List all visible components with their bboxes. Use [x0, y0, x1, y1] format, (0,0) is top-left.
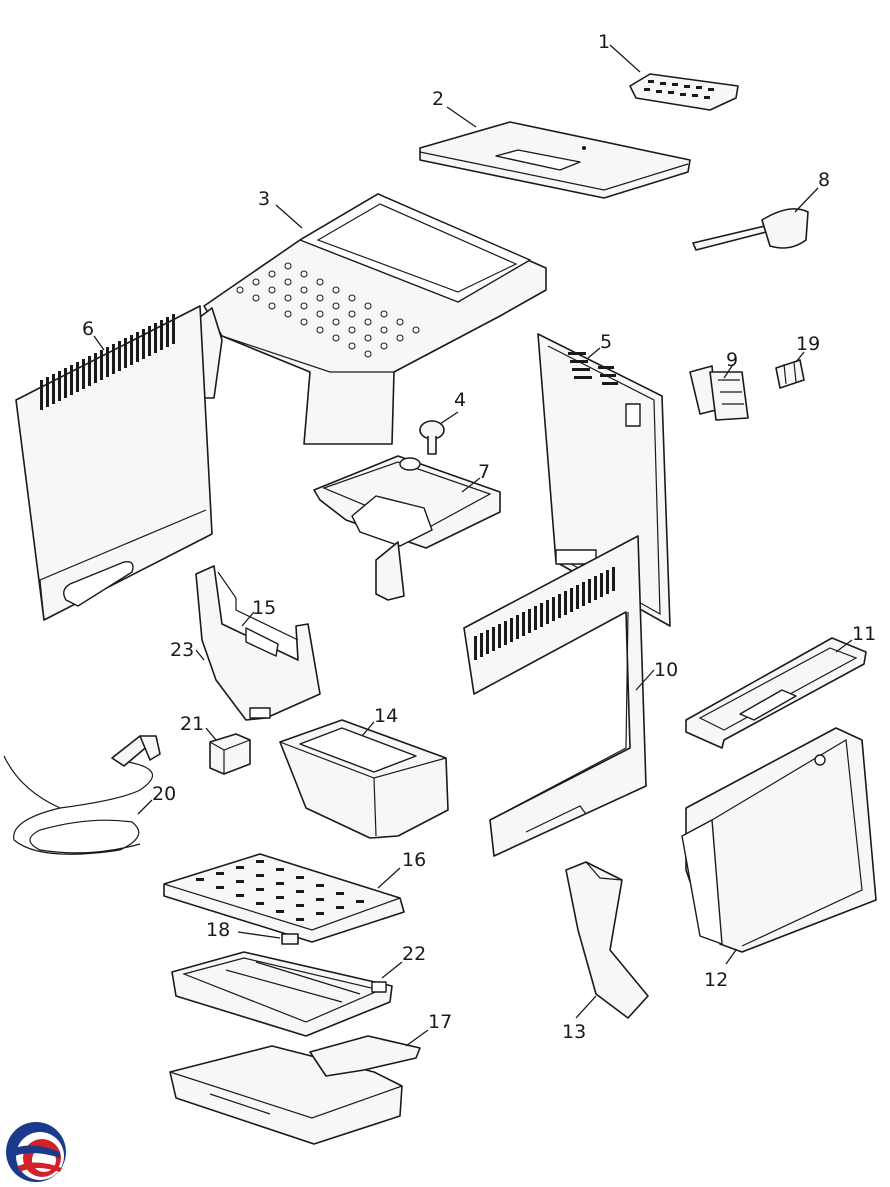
leader-21: [205, 727, 217, 741]
part-2-top-lid[interactable]: [419, 121, 691, 199]
leader-17: [405, 1029, 429, 1047]
callout-5: 5: [600, 331, 612, 353]
leader-15: [241, 611, 255, 627]
callout-1: 1: [598, 31, 610, 53]
part-16-drip-grid[interactable]: [163, 853, 405, 943]
callout-2: 2: [432, 88, 444, 110]
leader-18: [237, 931, 281, 939]
leader-13: [575, 995, 597, 1019]
leader-11: [835, 639, 853, 653]
part-20-power-cord[interactable]: [3, 735, 161, 855]
callout-23: 23: [170, 639, 194, 661]
callout-21: 21: [180, 713, 204, 735]
leader-19: [795, 351, 805, 363]
leader-12: [725, 949, 737, 965]
callout-12: 12: [704, 969, 728, 991]
callout-11: 11: [852, 623, 876, 645]
brand-swirl-logo: [6, 1122, 66, 1182]
callout-9: 9: [726, 349, 738, 371]
part-12-water-tank[interactable]: [681, 727, 877, 953]
leader-1: [609, 44, 641, 73]
callout-3: 3: [258, 188, 270, 210]
callout-4: 4: [454, 389, 466, 411]
callout-6: 6: [82, 318, 94, 340]
callout-13: 13: [562, 1021, 586, 1043]
part-18-float[interactable]: [281, 933, 299, 945]
callout-19: 19: [796, 333, 820, 355]
leader-7: [461, 477, 481, 493]
callout-16: 16: [402, 849, 426, 871]
part-7-coffee-funnel[interactable]: [313, 455, 501, 601]
leader-9: [723, 365, 733, 379]
part-8-measuring-scoop[interactable]: [692, 208, 809, 251]
part-9-switch-block[interactable]: [689, 365, 749, 421]
part-10-front-panel[interactable]: [463, 535, 647, 857]
part-3-top-cover[interactable]: [195, 193, 547, 445]
callout-18: 18: [206, 919, 230, 941]
leader-16: [377, 867, 401, 889]
leader-4: [439, 411, 459, 425]
part-13-side-trim[interactable]: [565, 861, 649, 1019]
callout-20: 20: [152, 783, 176, 805]
leader-23: [195, 649, 205, 661]
part-22-drip-tray-insert[interactable]: [171, 951, 393, 1037]
part-6-left-side-panel[interactable]: [15, 305, 213, 621]
leader-20: [137, 799, 153, 815]
callout-15: 15: [252, 597, 276, 619]
part-14-grounds-container[interactable]: [279, 719, 449, 839]
callout-14: 14: [374, 705, 398, 727]
part-15-23-front-door[interactable]: [195, 565, 321, 721]
callout-17: 17: [428, 1011, 452, 1033]
leader-10: [635, 669, 655, 691]
callout-7: 7: [478, 461, 490, 483]
leader-22: [381, 961, 403, 979]
leader-8: [794, 187, 819, 213]
part-11-tank-lid[interactable]: [685, 637, 867, 749]
part-4-knob[interactable]: [419, 420, 445, 455]
leader-14: [361, 721, 375, 737]
leader-2: [446, 106, 477, 128]
callout-10: 10: [654, 659, 678, 681]
part-1-cup-grid[interactable]: [629, 73, 739, 111]
leader-5: [587, 347, 601, 359]
leader-6: [93, 335, 105, 351]
part-19-microswitch[interactable]: [775, 359, 805, 389]
callout-8: 8: [818, 169, 830, 191]
part-17-drip-tray[interactable]: [169, 1035, 421, 1145]
part-21-bracket[interactable]: [209, 733, 251, 775]
leader-3: [275, 204, 303, 229]
callout-22: 22: [402, 943, 426, 965]
